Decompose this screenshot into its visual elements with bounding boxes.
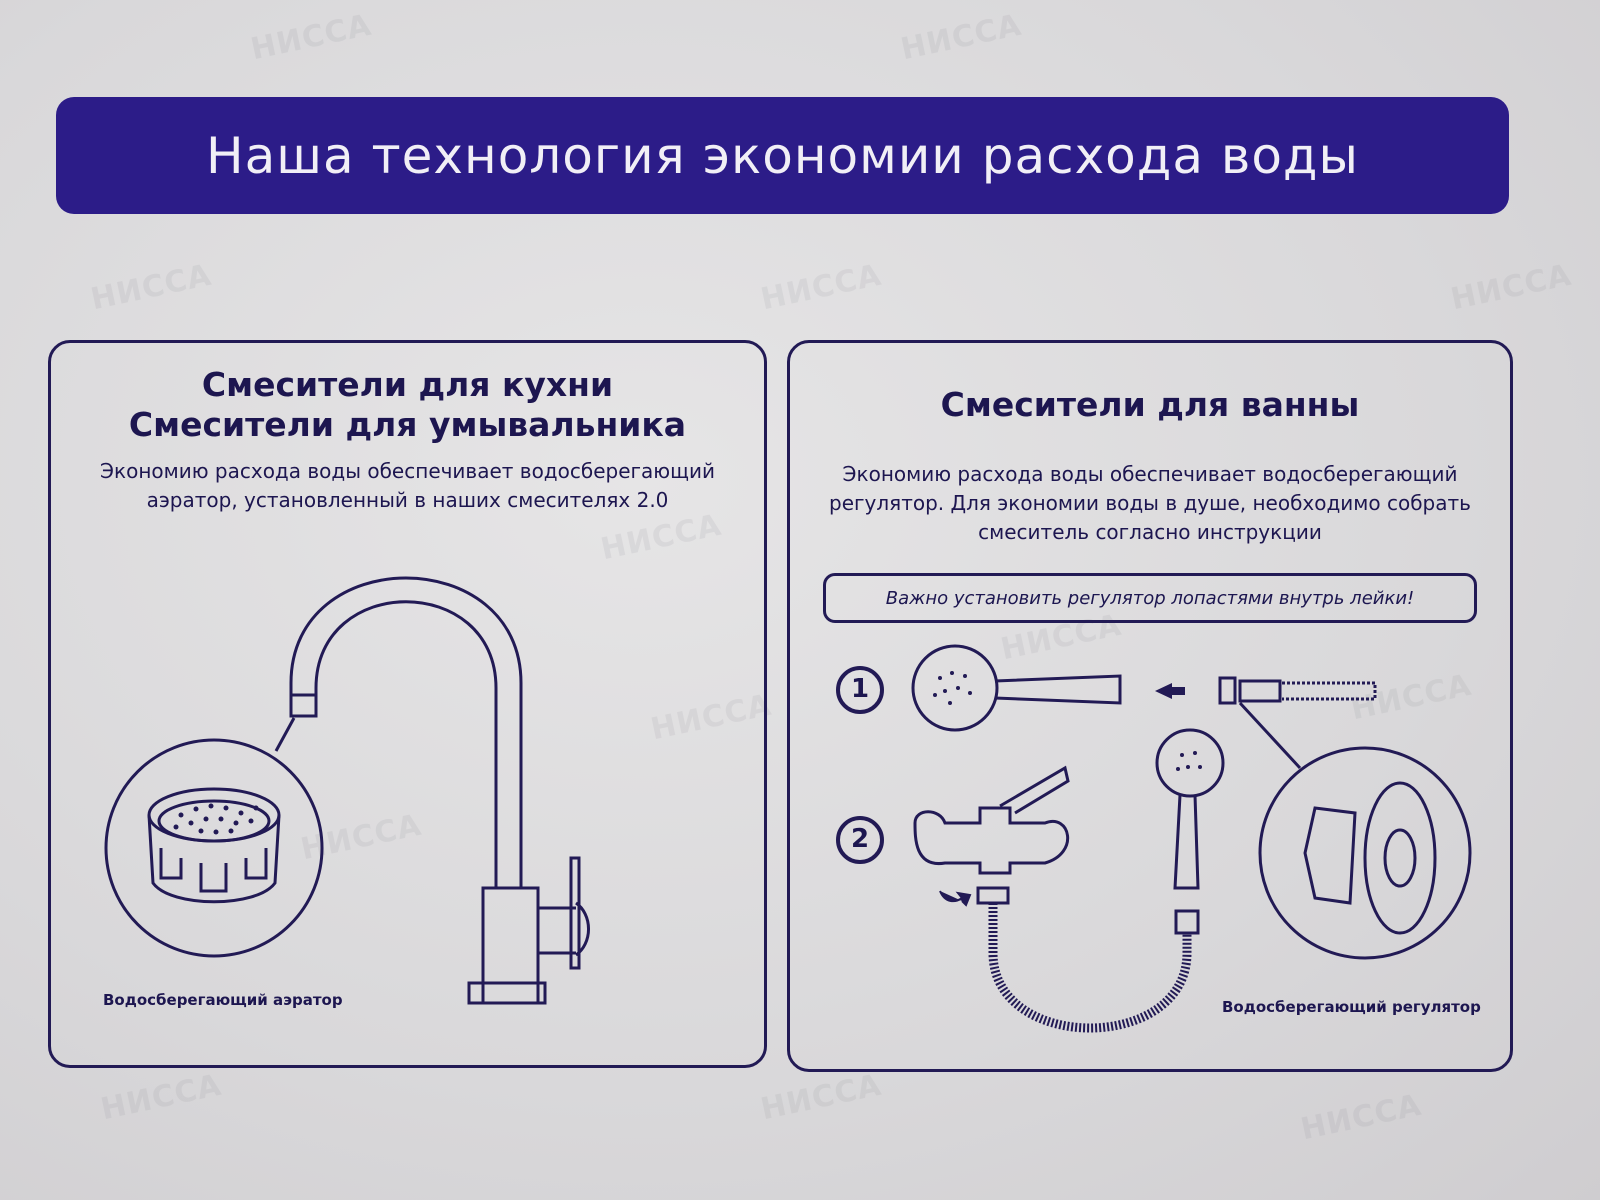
aerator-caption: Водосберегающий аэратор (103, 991, 343, 1009)
important-note: Важно установить регулятор лопастями вну… (823, 573, 1477, 623)
curved-arrow-icon (939, 890, 972, 907)
aerator-icon (147, 787, 281, 904)
shower-assembly-illustration (836, 644, 1472, 1033)
desc-line: Экономию расхода воды обеспечивает водос… (100, 459, 715, 483)
wall-mixer-icon (913, 806, 1070, 875)
aerator-holes (173, 803, 259, 835)
desc-line: регулятор. Для экономии воды в душе, нео… (829, 491, 1471, 515)
faucet-illustration (104, 576, 591, 1005)
kitchen-faucets-panel: Смесители для кухни Смесители для умывал… (48, 340, 767, 1068)
panel-description: Экономию расхода воды обеспечивает водос… (790, 460, 1510, 547)
desc-line: смеситель согласно инструкции (978, 520, 1322, 544)
title-line: Смесители для кухни (201, 365, 614, 404)
panel-description: Экономию расхода воды обеспечивает водос… (51, 457, 764, 515)
panel-title: Смесители для кухни Смесители для умывал… (51, 365, 764, 445)
page-title: Наша технология экономии расхода воды (206, 126, 1359, 185)
regulator-caption: Водосберегающий регулятор (1222, 998, 1481, 1016)
step-1-number: 1 (850, 674, 870, 704)
panel-title: Смесители для ванны (940, 385, 1360, 424)
arrow-left-icon (1155, 683, 1185, 699)
title-line: Смесители для умывальника (128, 405, 687, 444)
desc-line: аэратор, установленный в наших смесителя… (146, 488, 669, 512)
step-2-number: 2 (850, 824, 870, 854)
desc-line: Экономию расхода воды обеспечивает водос… (842, 462, 1458, 486)
bath-faucets-panel: Смесители для ванны Экономию расхода вод… (787, 340, 1513, 1072)
header-banner: Наша технология экономии расхода воды (56, 97, 1509, 214)
shower-head-icon (911, 644, 999, 732)
